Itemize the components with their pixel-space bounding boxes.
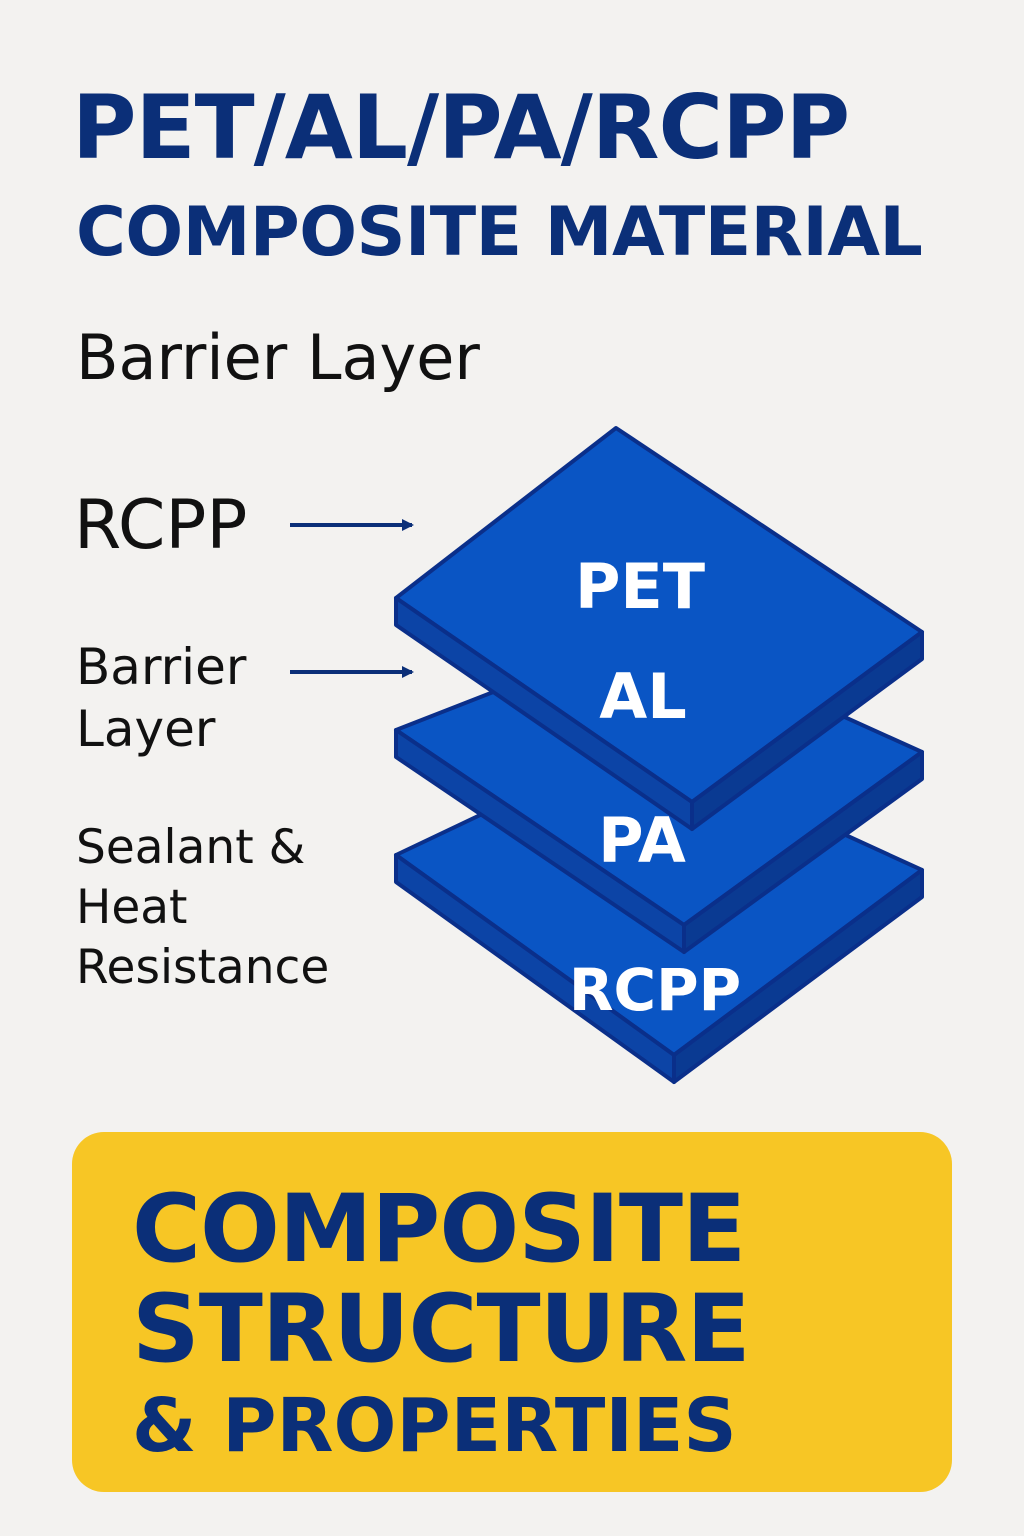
summary-line-composite: COMPOSITE bbox=[132, 1175, 746, 1284]
label-barrier-line: Layer bbox=[76, 700, 216, 758]
label-sealant-line: Heat bbox=[76, 880, 188, 935]
summary-line-structure: STRUCTURE bbox=[132, 1275, 751, 1384]
label-sealant-heat-resistance: Sealant & Heat Resistance bbox=[76, 818, 329, 998]
slab-bottom-right-side bbox=[672, 868, 924, 1084]
label-rcpp: RCPP bbox=[74, 486, 248, 565]
layer-label-al: AL bbox=[599, 660, 687, 733]
summary-banner: COMPOSITE STRUCTURE & PROPERTIES bbox=[72, 1132, 952, 1492]
label-sealant-line: Sealant & bbox=[76, 820, 306, 875]
title-subtitle: COMPOSITE MATERIAL bbox=[76, 193, 923, 272]
label-barrier-layer: Barrier Layer bbox=[76, 636, 246, 760]
title-main: PET/AL/PA/RCPP bbox=[72, 76, 850, 179]
summary-line-properties: & PROPERTIES bbox=[132, 1383, 737, 1469]
slab-top-right-side bbox=[690, 630, 924, 831]
layer-label-rcpp: RCPP bbox=[569, 956, 741, 1024]
label-sealant-line: Resistance bbox=[76, 940, 330, 995]
label-barrier-line: Barrier bbox=[76, 638, 247, 696]
slab-middle-right-side bbox=[682, 750, 924, 954]
summary-banner-text: COMPOSITE STRUCTURE & PROPERTIES bbox=[132, 1175, 751, 1472]
layer-label-pa: PA bbox=[598, 804, 686, 877]
barrier-layer-heading: Barrier Layer bbox=[76, 321, 480, 394]
layer-label-pet: PET bbox=[575, 550, 705, 623]
layer-slab-top bbox=[394, 426, 924, 831]
